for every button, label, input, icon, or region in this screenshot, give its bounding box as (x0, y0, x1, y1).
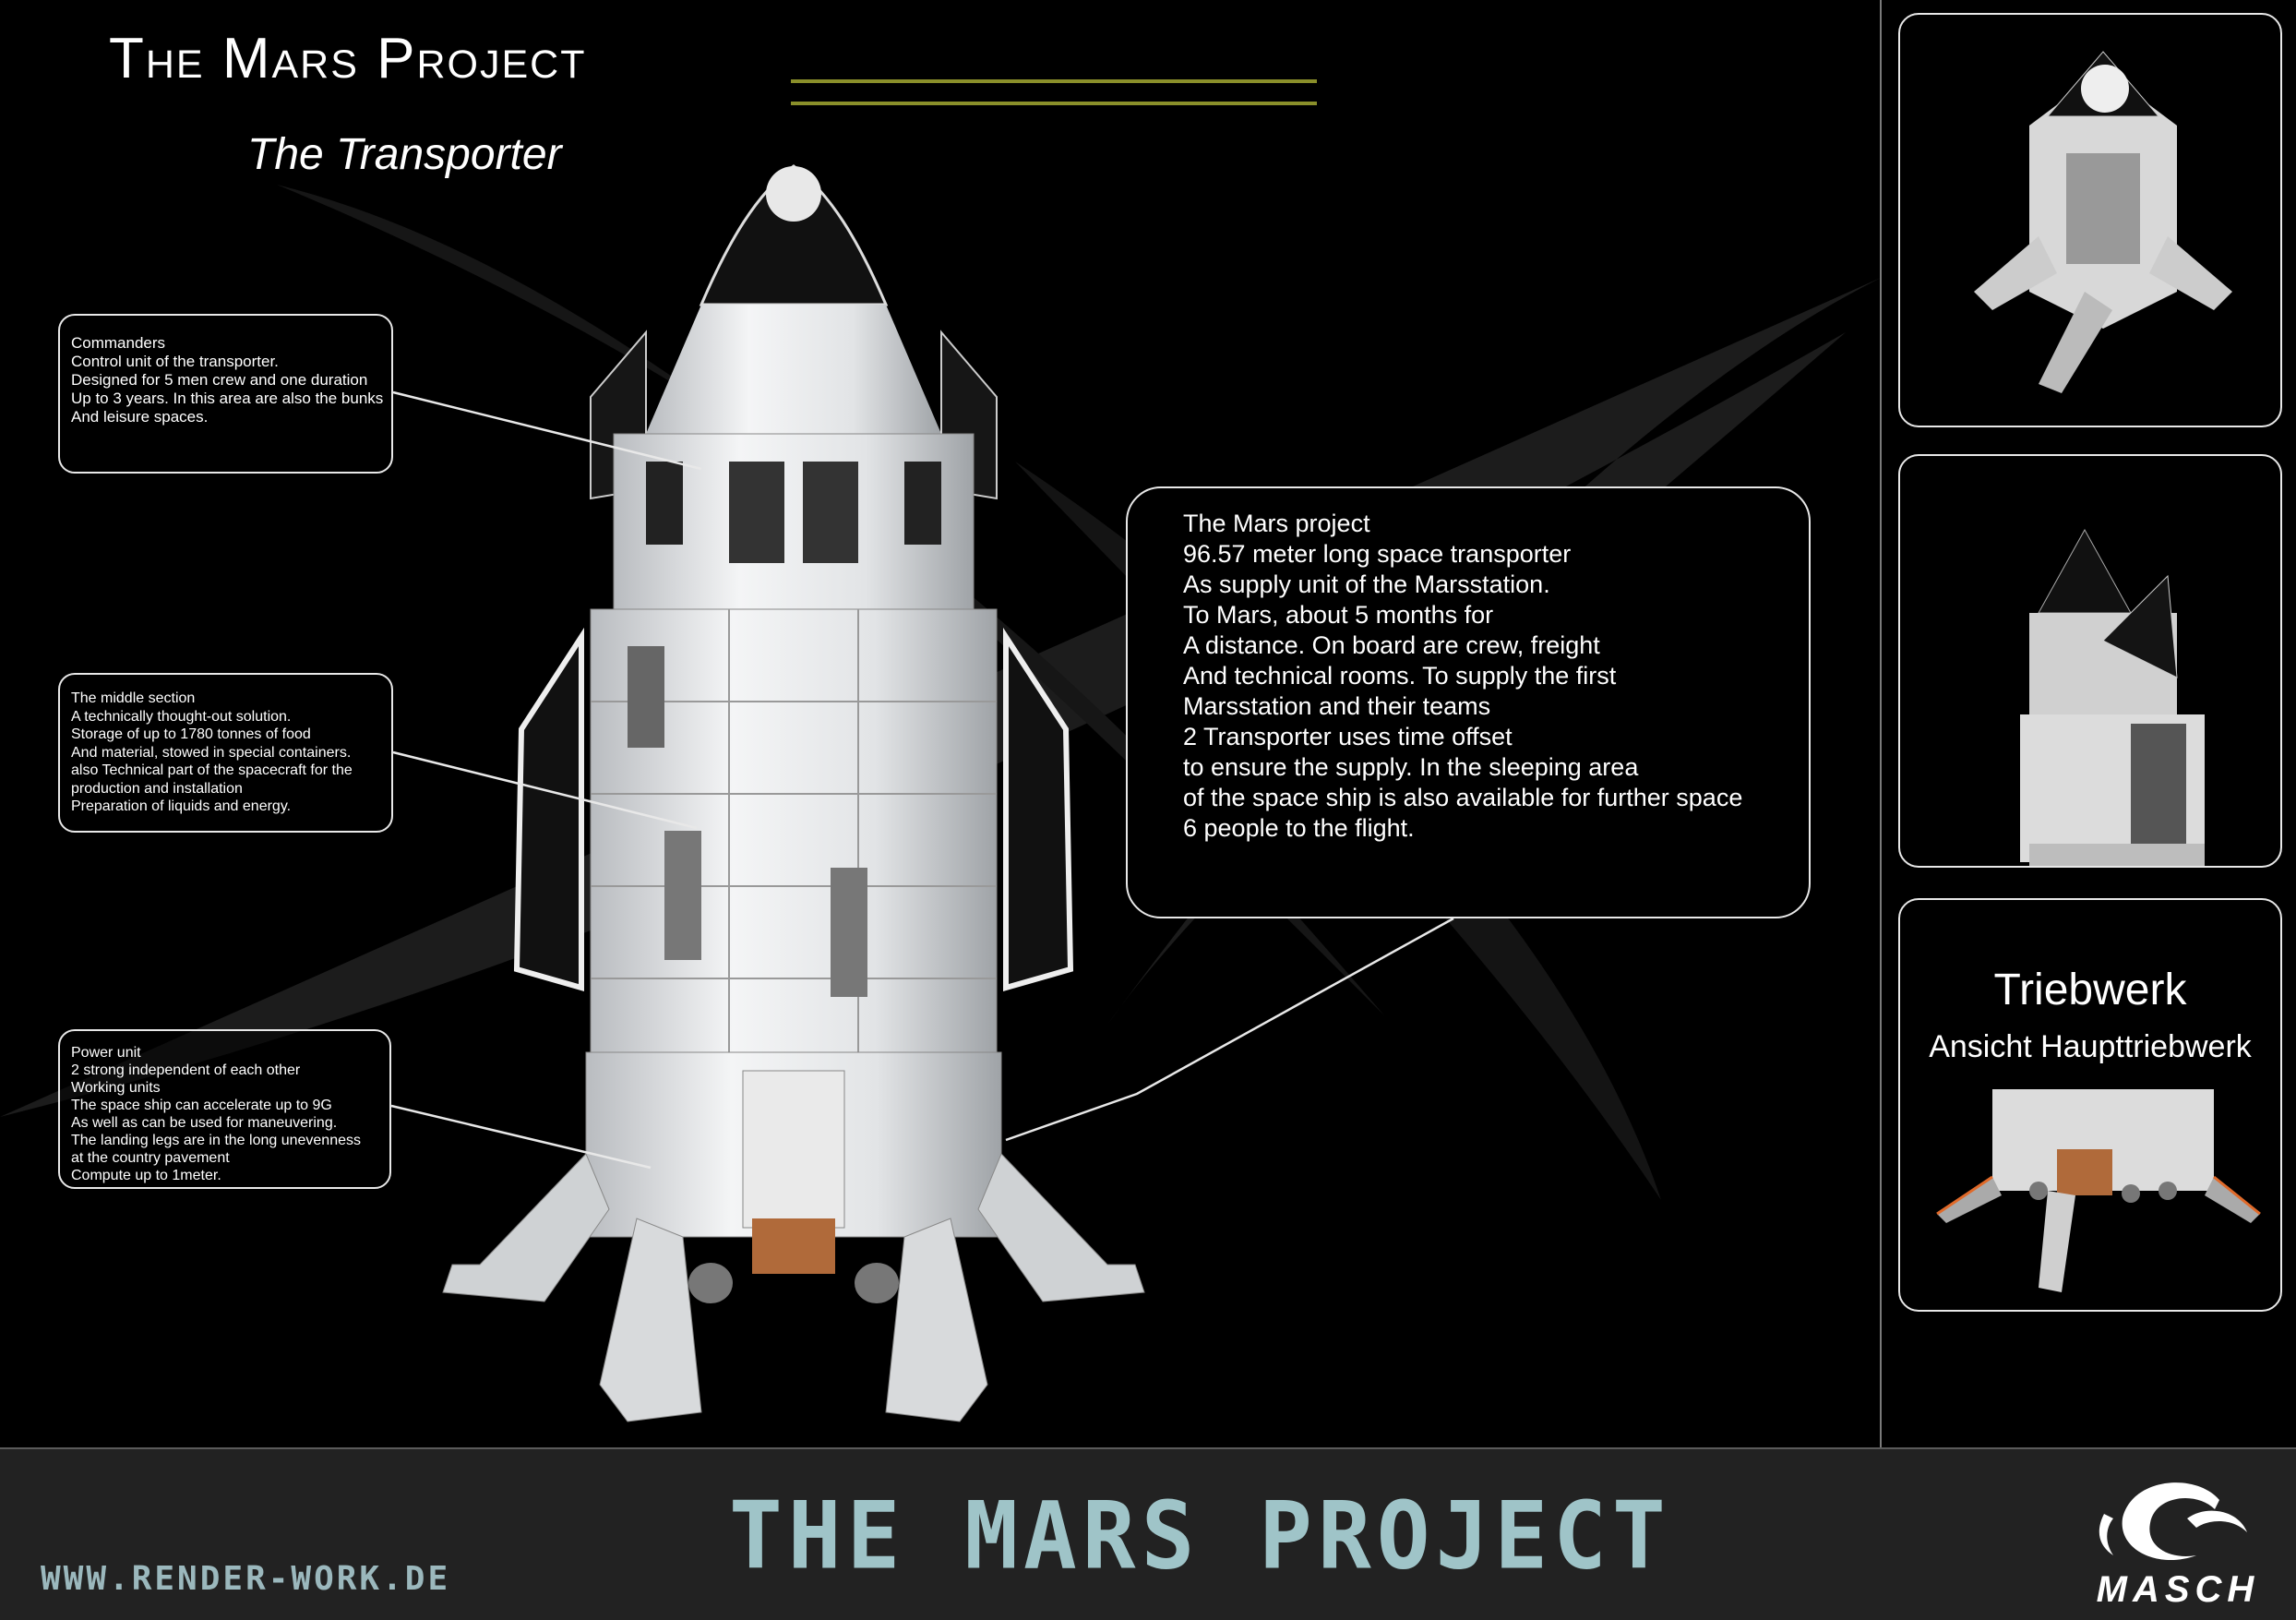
callout-line: at the country pavement (71, 1150, 230, 1166)
callout-line: Commanders (71, 334, 166, 352)
engine-view-subtitle: Ansicht Haupttriebwerk (1929, 1029, 2252, 1064)
callout-line: Compute up to 1meter. (71, 1168, 221, 1183)
title-rule-top (791, 79, 1317, 83)
callout-line: Storage of up to 1780 tonnes of food (71, 726, 311, 742)
callout-middle-section: The middle section A technically thought… (58, 673, 393, 833)
website-link[interactable]: WWW.RENDER-WORK.DE (41, 1560, 451, 1598)
thumbnail-engine-view[interactable]: Triebwerk Ansicht Haupttriebwerk (1898, 898, 2282, 1312)
masch-logo-icon (2099, 1482, 2247, 1561)
engine-view-image (1936, 1089, 2261, 1292)
callout-line: The Mars project (1183, 510, 1370, 537)
footer-title: THE MARS PROJECT (729, 1482, 1671, 1590)
callout-line: Preparation of liquids and energy. (71, 798, 292, 814)
right-column-divider (1880, 0, 1882, 1447)
callout-mars-project: The Mars project 96.57 meter long space … (1126, 486, 1811, 918)
callout-line: A distance. On board are crew, freight (1183, 631, 1600, 659)
page-subtitle: The Transporter (247, 130, 562, 179)
side-view-image (2020, 528, 2205, 866)
callout-line: Up to 3 years. In this area are also the… (71, 390, 384, 407)
title-rule-bottom (791, 102, 1317, 105)
callout-line: As supply unit of the Marsstation. (1183, 570, 1550, 598)
callout-line: also Technical part of the spacecraft fo… (71, 762, 353, 778)
engine-view-title: Triebwerk (1993, 966, 2187, 1014)
callout-line: production and installation (71, 780, 243, 797)
page-title: The Mars Project (109, 27, 587, 90)
callout-line: Working units (71, 1080, 161, 1096)
callout-line: As well as can be used for maneuvering. (71, 1115, 338, 1131)
callout-line: of the space ship is also available for … (1183, 784, 1743, 811)
callout-line: Designed for 5 men crew and one duration (71, 371, 368, 389)
callout-line: And leisure spaces. (71, 408, 209, 426)
callout-line: Control unit of the transporter. (71, 353, 279, 370)
callout-line: to ensure the supply. In the sleeping ar… (1183, 753, 1639, 781)
callout-power-unit: Power unit 2 strong independent of each … (58, 1029, 391, 1189)
callout-line: The middle section (71, 690, 196, 706)
callout-line: And technical rooms. To supply the first (1183, 662, 1617, 690)
callout-line: Marsstation and their teams (1183, 692, 1491, 720)
callout-line: To Mars, about 5 months for (1183, 601, 1494, 629)
callout-commanders: Commanders Control unit of the transport… (58, 314, 393, 474)
callout-line: Power unit (71, 1045, 141, 1061)
thumbnail-side-view[interactable] (1898, 454, 2282, 868)
callout-line: 2 strong independent of each other (71, 1062, 301, 1078)
callout-line: The space ship can accelerate up to 9G (71, 1098, 332, 1113)
transporter-illustration (442, 164, 1145, 1422)
thumbnail-top-view[interactable] (1898, 13, 2282, 427)
footer-bar: THE MARS PROJECT WWW.RENDER-WORK.DE MASC… (0, 1447, 2296, 1620)
callout-line: 6 people to the flight. (1183, 814, 1415, 842)
callout-line: A technically thought-out solution. (71, 708, 292, 725)
callout-line: 96.57 meter long space transporter (1183, 540, 1572, 568)
callout-line: The landing legs are in the long unevenn… (71, 1133, 361, 1148)
callout-line: 2 Transporter uses time offset (1183, 723, 1513, 750)
top-view-image (1974, 51, 2232, 393)
callout-line: And material, stowed in special containe… (71, 744, 352, 761)
masch-logo-text: MASCH (2096, 1569, 2260, 1610)
